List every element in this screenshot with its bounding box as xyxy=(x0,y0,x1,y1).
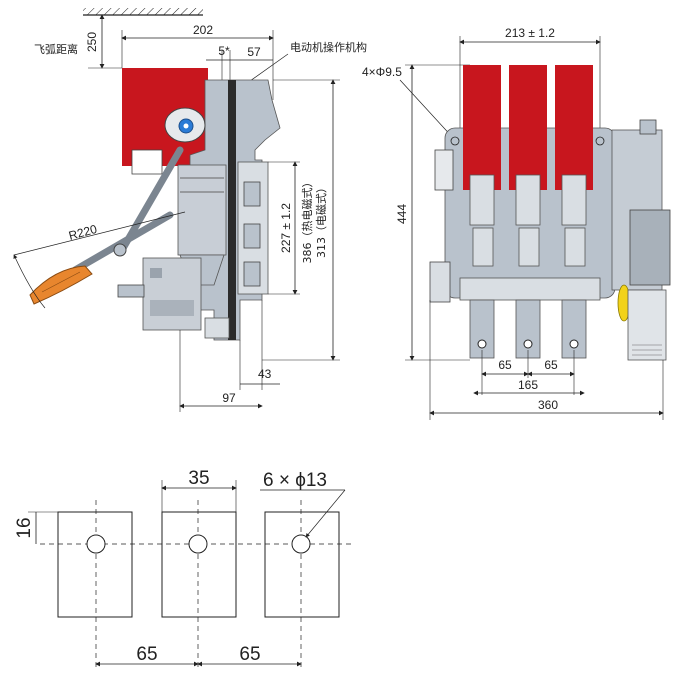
mounting-plate xyxy=(228,80,236,340)
motor-mechanism-label: 电动机操作机构 xyxy=(290,40,367,54)
terminal-3 xyxy=(264,511,340,618)
dim-57: 57 xyxy=(247,45,261,59)
handle-grip xyxy=(29,265,93,305)
dim-65-front-right: 65 xyxy=(544,358,558,372)
dim-202: 202 xyxy=(193,23,213,37)
dim-250: 250 xyxy=(85,32,99,52)
dim-65-terminal-left: 65 xyxy=(136,644,157,665)
arc-distance-label: 飞弧距离 xyxy=(34,42,78,56)
dim-213: 213 ± 1.2 xyxy=(505,26,555,40)
dim-65-terminal-right: 65 xyxy=(239,644,260,665)
dim-313: 313（电磁式） xyxy=(315,182,328,258)
dim-holes-front: 4×Φ9.5 xyxy=(362,65,402,79)
dim-65-front-left: 65 xyxy=(498,358,512,372)
terminal-2 xyxy=(161,511,237,618)
dim-43: 43 xyxy=(258,367,272,381)
dim-16: 16 xyxy=(14,517,35,538)
side-view: 250 飞弧距离 202 5* 57 电动机操作机构 xyxy=(13,8,367,412)
ceiling-hatch xyxy=(83,8,203,15)
dim-165: 165 xyxy=(518,378,538,392)
phase-a xyxy=(463,65,501,190)
dim-444: 444 xyxy=(395,204,409,224)
dim-holes-terminal: 6 × ϕ13 xyxy=(263,470,327,491)
dim-360: 360 xyxy=(538,398,558,412)
dim-227: 227 ± 1.2 xyxy=(279,203,293,253)
phase-b xyxy=(509,65,547,190)
dim-97: 97 xyxy=(222,391,236,405)
terminal-view: 35 6 × ϕ13 16 65 65 xyxy=(14,468,355,668)
front-view: 213 ± 1.2 4×Φ9.5 444 xyxy=(362,26,671,420)
dim-r220: R220 xyxy=(67,222,99,243)
dim-5: 5* xyxy=(218,44,230,58)
dim-35: 35 xyxy=(188,468,209,489)
terminal-1 xyxy=(57,511,133,618)
dim-386: 386（热电磁式） xyxy=(301,177,314,264)
phase-c xyxy=(555,65,593,190)
